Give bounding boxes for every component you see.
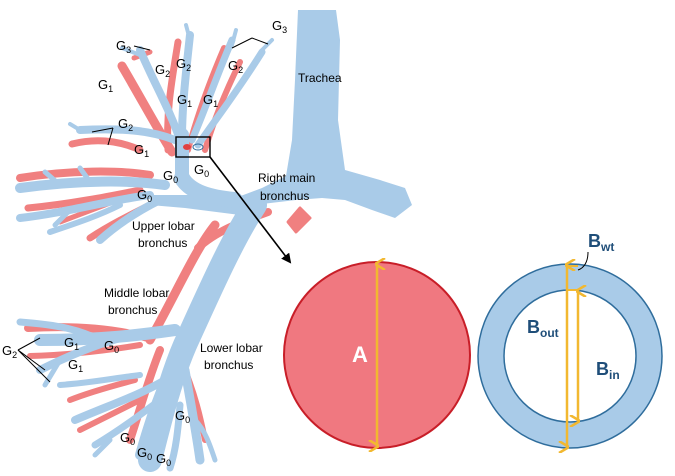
gen-label: G0 xyxy=(137,187,152,204)
middle-lobar-label-2: bronchus xyxy=(108,303,157,317)
trachea-shape xyxy=(230,10,412,218)
gen-label: G0 xyxy=(156,451,171,468)
gen-label: G1 xyxy=(177,92,192,109)
lower-lobar-label-1: Lower lobar xyxy=(200,341,263,355)
gen-label: G0 xyxy=(137,445,152,462)
gen-label: G3 xyxy=(272,18,287,35)
gen-label: G1 xyxy=(203,92,218,109)
airway-cross-section: Bwt Bout Bin xyxy=(477,231,663,448)
gen-label: G1 xyxy=(68,357,83,374)
wall-thickness-label: Bwt xyxy=(588,231,614,254)
zoom-arrow xyxy=(209,156,292,264)
upper-lobar-label-2: bronchus xyxy=(138,236,187,250)
right-main-label-1: Right main xyxy=(258,171,315,185)
zoom-airway-mark xyxy=(192,143,204,151)
gen-label: G0 xyxy=(194,162,209,179)
gen-label: G3 xyxy=(116,38,131,55)
gen-label: G1 xyxy=(64,335,79,352)
lower-lobar-label-2: bronchus xyxy=(204,358,253,372)
gen-label: G2 xyxy=(228,58,243,75)
gen-label: G0 xyxy=(163,168,178,185)
gen-label: G0 xyxy=(175,408,190,425)
inner-diameter-label: Bin xyxy=(596,359,620,382)
right-main-label-2: bronchus xyxy=(260,189,309,203)
zoom-box xyxy=(175,136,211,158)
leader-lines xyxy=(17,37,269,383)
gen-label: G1 xyxy=(98,77,113,94)
gen-label: G2 xyxy=(118,116,133,133)
region-labels: Trachea Right main bronchus Upper lobar … xyxy=(104,71,342,372)
gen-label: G2 xyxy=(2,343,17,360)
upper-lobar-label-1: Upper lobar xyxy=(132,219,195,233)
generation-labels: G3 G3 G2 G2 G2 G1 G1 G1 G2 G1 G0 G0 G0 G… xyxy=(2,18,287,468)
artery-diameter-label: A xyxy=(352,342,368,367)
gen-label: G0 xyxy=(104,338,119,355)
outer-diameter-label: Bout xyxy=(527,317,559,340)
airway-lumen xyxy=(503,289,637,423)
gen-label: G0 xyxy=(120,430,135,447)
gen-label: G2 xyxy=(155,62,170,79)
gen-label: G2 xyxy=(176,56,191,73)
gen-label: G1 xyxy=(134,142,149,159)
trachea-label: Trachea xyxy=(298,71,342,85)
middle-lobar-label-1: Middle lobar xyxy=(104,286,169,300)
wall-thickness-leader xyxy=(577,251,589,271)
zoom-artery-mark xyxy=(183,144,191,150)
artery-cross-section: A xyxy=(283,262,471,448)
